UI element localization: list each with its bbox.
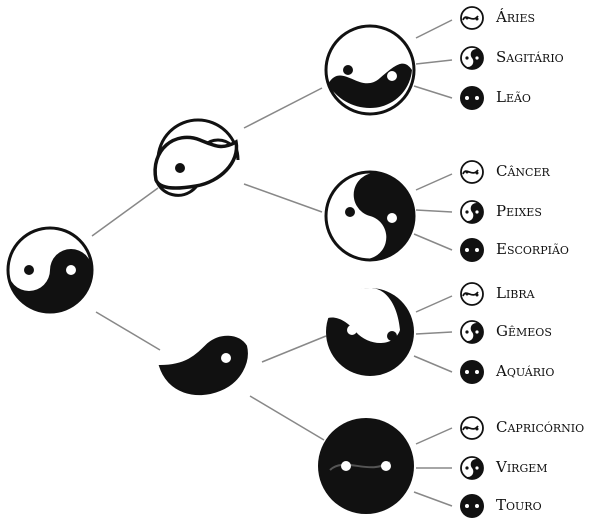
- sign-icon-cancer: [460, 160, 484, 184]
- connector-line: [413, 85, 453, 99]
- connector-line: [415, 295, 453, 313]
- sign-icon-scorpio: [460, 238, 484, 262]
- sign-label-scorpio: Escorpião: [496, 240, 569, 258]
- sign-icon-leo: [460, 86, 484, 110]
- sign-icon-pisces: [460, 200, 484, 224]
- connector-line: [415, 173, 453, 191]
- yin-half-icon: [158, 335, 248, 396]
- sign-icon-capricorn: [460, 416, 484, 440]
- sign-icon-sagittarius: [460, 46, 484, 70]
- yin-yang-icon-water: [324, 170, 416, 262]
- sign-label-cancer: Câncer: [496, 162, 550, 180]
- sign-label-leo: Leão: [496, 88, 531, 106]
- connector-line: [95, 311, 161, 351]
- sign-label-capricorn: Capricórnio: [496, 418, 585, 436]
- sign-label-sagittarius: Sagitário: [496, 48, 564, 66]
- connector-lines: [91, 19, 453, 507]
- connector-line: [243, 183, 323, 213]
- connector-line: [415, 209, 453, 213]
- sign-label-pisces: Peixes: [496, 202, 542, 220]
- connector-line: [243, 87, 323, 129]
- root-yin-yang-icon: [6, 226, 94, 314]
- yin-yang-icon-air: [326, 288, 414, 376]
- connector-line: [249, 395, 325, 441]
- sign-icon-virgo: [460, 456, 484, 480]
- connector-line: [415, 427, 453, 445]
- connector-line: [415, 59, 453, 65]
- sign-label-libra: Libra: [496, 284, 535, 302]
- sign-label-aries: Áries: [496, 8, 536, 26]
- yang-half-icon: [153, 118, 240, 197]
- sign-label-virgo: Virgem: [496, 458, 548, 476]
- sign-icon-aries: [460, 6, 484, 30]
- sign-icon-taurus: [460, 494, 484, 518]
- connector-line: [413, 233, 453, 251]
- connector-line: [413, 491, 453, 507]
- connector-line: [91, 187, 159, 237]
- connector-line: [413, 355, 453, 373]
- sign-icon-libra: [460, 282, 484, 306]
- connector-line: [415, 331, 453, 335]
- connector-line: [415, 19, 453, 39]
- sign-label-gemini: Gêmeos: [496, 322, 552, 340]
- sign-label-taurus: Touro: [496, 496, 542, 514]
- sign-label-aquarius: Aquário: [496, 362, 555, 380]
- yin-yang-icon-fire: [324, 24, 416, 116]
- connector-line: [261, 335, 327, 363]
- sign-icon-aquarius: [460, 360, 484, 384]
- yin-yang-icon-earth: [318, 418, 414, 514]
- sign-icon-gemini: [460, 320, 484, 344]
